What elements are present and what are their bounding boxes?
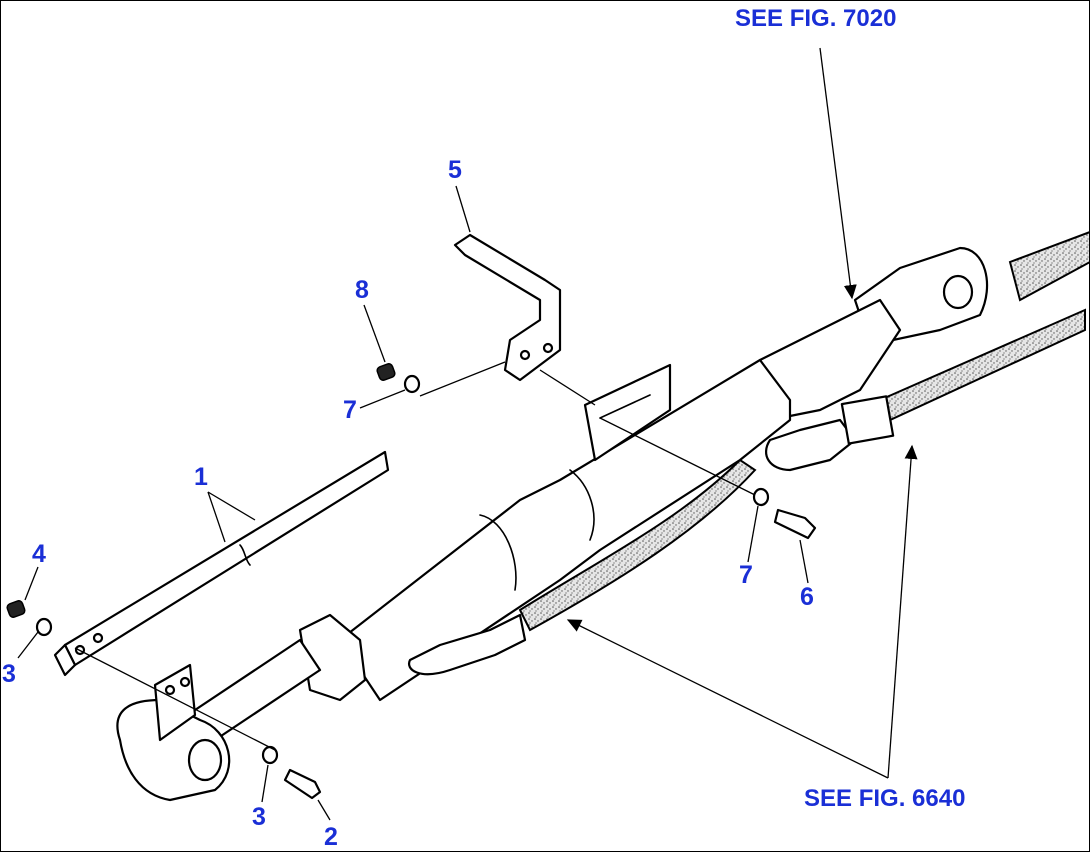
- callout-6: 6: [800, 583, 814, 611]
- reference-arrows: [566, 47, 918, 779]
- nut-4: [6, 600, 26, 618]
- washer-7-lower: [752, 487, 770, 507]
- cylinder-band-2: [569, 469, 595, 541]
- nut-8: [376, 363, 396, 381]
- washer-3-left: [35, 617, 53, 637]
- callout-7-lower: 7: [739, 561, 753, 589]
- hose-fittings: [407, 395, 895, 676]
- hydraulic-cylinder: [116, 246, 989, 802]
- callout-8: 8: [355, 276, 369, 304]
- hydraulic-hoses: [518, 230, 1090, 632]
- fitting-block-upper: [840, 395, 895, 445]
- callout-5: 5: [448, 156, 462, 184]
- leader-lines: [17, 185, 809, 821]
- reference-label-fig-6640: SEE FIG. 6640: [804, 785, 965, 812]
- cylinder-gland: [298, 613, 367, 702]
- bolt-2: [283, 768, 322, 800]
- callout-3-bottom: 3: [252, 803, 266, 831]
- cylinder-barrel-main: [338, 358, 792, 702]
- bottom-bracket: [153, 663, 197, 742]
- callout-7-upper: 7: [343, 396, 357, 424]
- washer-7-upper: [403, 374, 421, 394]
- part-1-plate: [53, 450, 390, 677]
- cylinder-band: [479, 514, 517, 591]
- fitting-lower: [407, 613, 527, 676]
- part-5-bracket: [453, 233, 562, 382]
- mounting-bracket-plate: [583, 363, 672, 462]
- callout-4: 4: [32, 540, 46, 568]
- hose-upper: [1008, 230, 1090, 302]
- bolt-6: [773, 508, 817, 540]
- fasteners: [6, 363, 817, 800]
- callout-3-left: 3: [2, 660, 16, 688]
- bottom-eye-hole: [187, 738, 223, 782]
- callout-1: 1: [194, 463, 208, 491]
- rod-eye-hole: [942, 274, 974, 310]
- callout-2: 2: [324, 823, 338, 851]
- hose-bottom: [518, 458, 757, 632]
- reference-label-fig-7020: SEE FIG. 7020: [735, 5, 896, 32]
